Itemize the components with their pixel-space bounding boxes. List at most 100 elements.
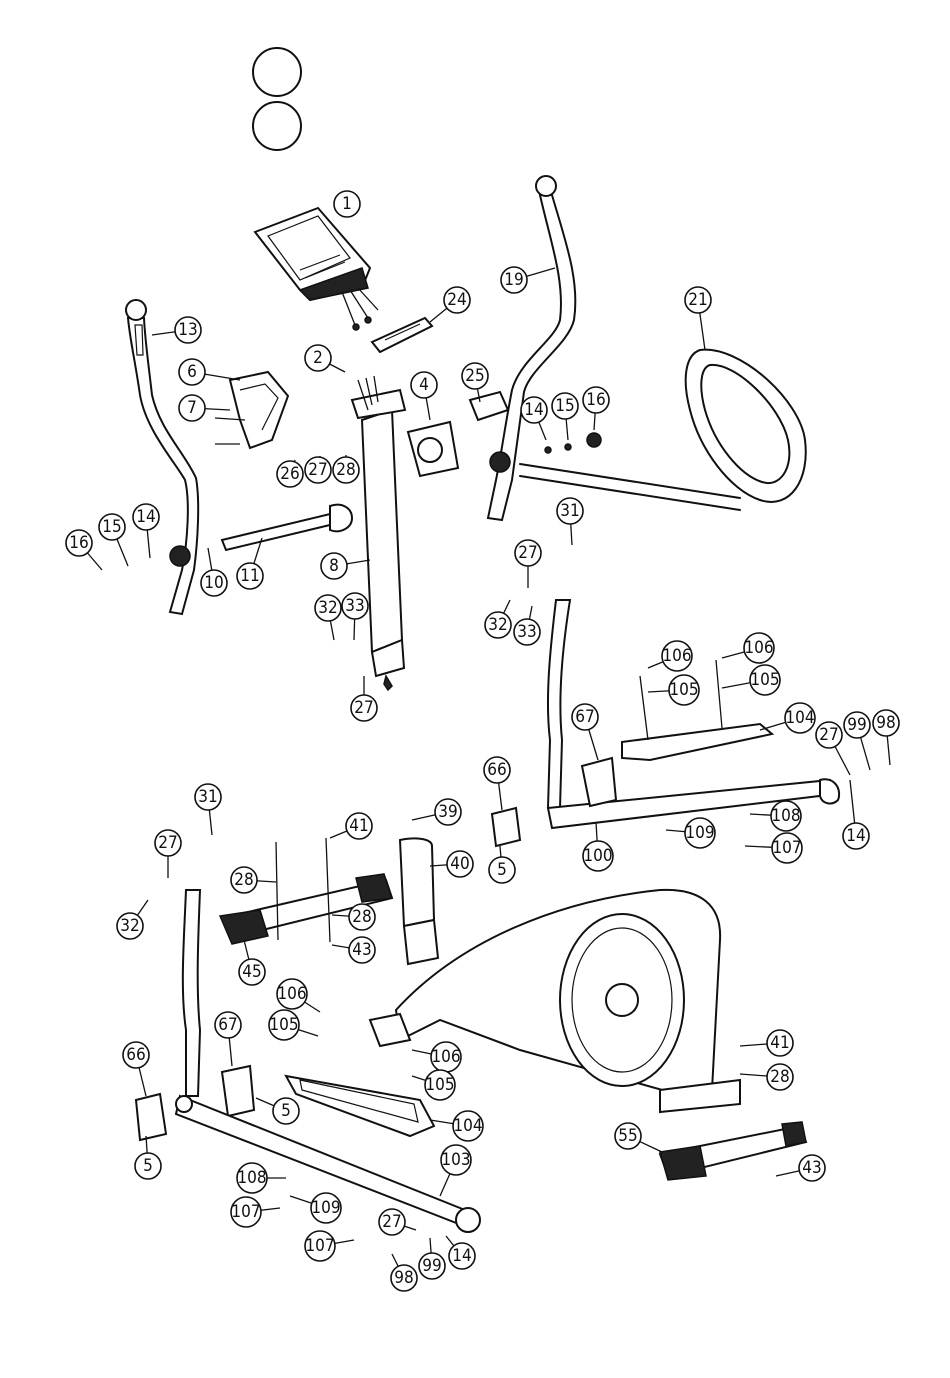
callout-5: 5 — [256, 1098, 299, 1124]
callout-2: 2 — [305, 345, 345, 372]
callout-label: 1 — [342, 194, 352, 214]
callout-104: 104 — [430, 1111, 483, 1141]
callout-label: 5 — [143, 1156, 153, 1176]
callout-label: 41 — [349, 816, 368, 836]
grip-loop-part — [520, 350, 806, 510]
callout-label: 28 — [770, 1067, 789, 1087]
callout-label: 27 — [354, 698, 373, 718]
callout-label: 104 — [785, 708, 814, 728]
callout-105: 105 — [412, 1070, 455, 1100]
left-pedal-part — [286, 1076, 434, 1136]
callout-label: 2 — [313, 348, 323, 368]
callout-98: 98 — [391, 1254, 417, 1291]
callout-5: 5 — [135, 1136, 161, 1179]
callout-label: 15 — [555, 396, 574, 416]
callout-label: 105 — [425, 1075, 454, 1095]
callout-label: 99 — [847, 715, 866, 735]
callout-43: 43 — [332, 937, 375, 963]
callout-99: 99 — [844, 712, 870, 770]
callout-label: 45 — [242, 962, 261, 982]
callout-45: 45 — [239, 940, 265, 985]
callout-15: 15 — [552, 393, 578, 440]
callout-label: 67 — [218, 1015, 237, 1035]
callout-33: 33 — [514, 606, 540, 645]
callout-label: 43 — [802, 1158, 821, 1178]
callout-label: 16 — [586, 390, 605, 410]
callout-27: 27 — [515, 540, 541, 588]
callout-16: 16 — [583, 387, 609, 430]
callout-label: 11 — [240, 566, 259, 586]
callout-label: 104 — [453, 1116, 482, 1136]
axle-part — [222, 505, 352, 550]
callout-27: 27 — [351, 676, 377, 721]
callout-label: 15 — [102, 517, 121, 537]
callout-106: 106 — [722, 633, 774, 663]
callout-66: 66 — [484, 757, 510, 810]
callout-label: 109 — [311, 1198, 340, 1218]
callout-66: 66 — [123, 1042, 149, 1096]
callout-label: 98 — [394, 1268, 413, 1288]
callout-label: 43 — [352, 940, 371, 960]
callout-105: 105 — [722, 665, 780, 695]
callout-108: 108 — [237, 1163, 286, 1193]
callout-5: 5 — [489, 846, 515, 883]
callout-107: 107 — [745, 833, 802, 863]
callout-32: 32 — [315, 595, 341, 640]
callout-31: 31 — [195, 784, 221, 835]
callout-105: 105 — [269, 1010, 318, 1040]
callout-43: 43 — [776, 1155, 825, 1181]
callout-label: 107 — [231, 1202, 260, 1222]
callout-67: 67 — [215, 1012, 241, 1066]
callout-label: 5 — [281, 1101, 291, 1121]
callout-label: 27 — [382, 1212, 401, 1232]
callout-label: 66 — [487, 760, 506, 780]
callout-104: 104 — [760, 703, 815, 733]
callout-label: 103 — [441, 1150, 470, 1170]
callout-109: 109 — [290, 1193, 341, 1223]
left-handlebar-part — [126, 300, 198, 614]
callout-label: 14 — [524, 400, 543, 420]
callout-label: 31 — [560, 501, 579, 521]
callout-label: 107 — [772, 838, 801, 858]
callout-108: 108 — [750, 801, 801, 831]
callout-label: 10 — [204, 573, 223, 593]
callout-107: 107 — [231, 1197, 280, 1227]
callout-label: 27 — [308, 460, 327, 480]
callout-label: 26 — [280, 464, 299, 484]
callout-label: 13 — [178, 320, 197, 340]
callout-26: 26 — [277, 460, 303, 487]
callout-label: 106 — [744, 638, 773, 658]
callout-label: 105 — [269, 1015, 298, 1035]
top-cover-part — [372, 318, 432, 352]
callout-label: 100 — [583, 846, 612, 866]
callout-label: 19 — [504, 270, 523, 290]
callout-27: 27 — [379, 1209, 416, 1235]
callout-24: 24 — [430, 287, 470, 322]
callout-label: 24 — [447, 290, 466, 310]
callout-41: 41 — [740, 1030, 793, 1056]
callout-41: 41 — [330, 813, 372, 839]
callout-33: 33 — [342, 593, 368, 640]
callout-label: 28 — [352, 907, 371, 927]
callout-label: 66 — [126, 1045, 145, 1065]
callout-1: 1 — [334, 191, 360, 217]
callout-109: 109 — [666, 818, 715, 848]
callout-31: 31 — [557, 498, 583, 545]
callout-label: 107 — [305, 1236, 334, 1256]
callout-21: 21 — [685, 287, 711, 350]
callout-label: 6 — [187, 362, 197, 382]
callout-label: 27 — [518, 543, 537, 563]
callout-106: 106 — [648, 641, 692, 671]
callout-39: 39 — [412, 799, 461, 825]
callout-55: 55 — [615, 1123, 662, 1152]
callout-label: 28 — [234, 870, 253, 890]
callout-label: 40 — [450, 854, 469, 874]
callout-label: 105 — [669, 680, 698, 700]
callout-label: 32 — [120, 916, 139, 936]
callout-16: 16 — [66, 530, 102, 570]
callout-28: 28 — [231, 867, 276, 893]
callout-label: 106 — [277, 984, 306, 1004]
callout-label: 4 — [419, 375, 429, 395]
